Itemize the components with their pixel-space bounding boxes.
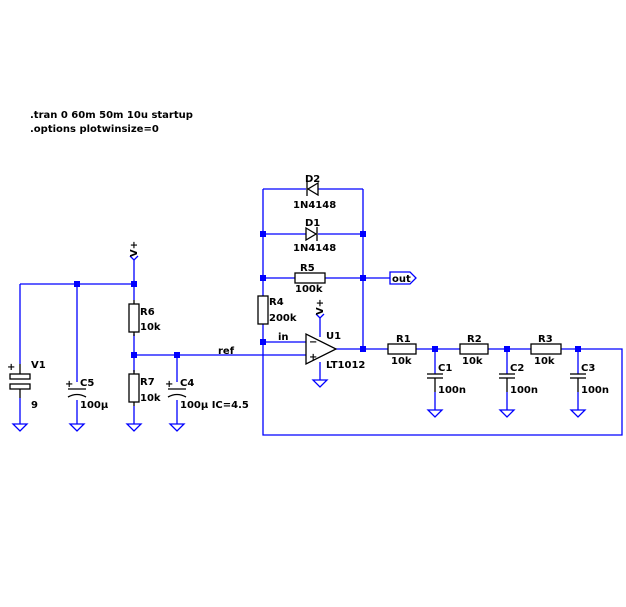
ground-icon <box>68 423 86 432</box>
ground-icon <box>426 409 444 418</box>
power-flag-icon <box>129 255 139 261</box>
svg-text:D2: D2 <box>305 174 320 185</box>
svg-text:+: + <box>7 362 15 373</box>
svg-text:R1: R1 <box>396 334 411 345</box>
svg-text:+: + <box>165 379 173 390</box>
svg-text:V1: V1 <box>31 360 46 371</box>
svg-text:10k: 10k <box>462 356 483 367</box>
component-r3[interactable]: R3 10k <box>530 334 562 367</box>
svg-text:out: out <box>392 274 411 285</box>
tran-directive[interactable]: .tran 0 60m 50m 10u startup <box>30 110 193 121</box>
ground-icon <box>498 409 516 418</box>
component-c1[interactable]: C1 100n <box>427 363 466 396</box>
svg-text:+: + <box>65 379 73 390</box>
component-c5[interactable]: + C5 100μ <box>65 378 109 411</box>
svg-text:100n: 100n <box>438 385 466 396</box>
junctions <box>74 231 581 358</box>
component-c4[interactable]: + C4 100μ IC=4.5 <box>165 378 249 411</box>
svg-text:−: − <box>309 337 317 348</box>
component-u1[interactable]: − + U1 LT1012 <box>305 331 365 371</box>
svg-text:U1: U1 <box>326 331 341 342</box>
ground-icon <box>569 409 587 418</box>
component-r1[interactable]: R1 10k <box>387 334 417 367</box>
output-port-icon <box>389 271 417 285</box>
component-d2[interactable]: D2 1N4148 <box>293 174 336 211</box>
svg-text:10k: 10k <box>391 356 412 367</box>
svg-text:C5: C5 <box>80 378 94 389</box>
component-r2[interactable]: R2 10k <box>459 334 489 367</box>
svg-text:100μ: 100μ <box>80 400 109 411</box>
ground-symbols <box>11 379 587 432</box>
net-label-ref: ref <box>218 346 235 357</box>
opamp-icon <box>305 332 338 366</box>
svg-text:10k: 10k <box>534 356 555 367</box>
svg-text:10k: 10k <box>140 393 161 404</box>
component-r5[interactable]: R5 100k <box>294 263 326 295</box>
svg-text:200k: 200k <box>269 313 297 324</box>
options-directive[interactable]: .options plotwinsize=0 <box>30 124 159 135</box>
vplus-flag-opamp[interactable]: V+ <box>315 299 326 319</box>
net-label-in: in <box>278 332 289 343</box>
svg-text:R3: R3 <box>538 334 553 345</box>
svg-text:100μ IC=4.5: 100μ IC=4.5 <box>180 400 249 411</box>
svg-text:1N4148: 1N4148 <box>293 243 336 254</box>
svg-text:V+: V+ <box>315 299 326 315</box>
component-c3[interactable]: C3 100n <box>570 363 609 396</box>
svg-text:1N4148: 1N4148 <box>293 200 336 211</box>
svg-text:C3: C3 <box>581 363 595 374</box>
svg-text:100n: 100n <box>581 385 609 396</box>
svg-text:D1: D1 <box>305 218 320 229</box>
wires <box>19 188 623 436</box>
component-r6[interactable]: R6 10k <box>128 300 161 336</box>
svg-text:100k: 100k <box>295 284 323 295</box>
svg-text:C4: C4 <box>180 378 194 389</box>
component-r4[interactable]: R4 200k <box>257 295 297 325</box>
power-flag-icon <box>315 313 325 319</box>
net-port-out[interactable]: out <box>389 271 417 285</box>
ground-icon <box>311 379 329 388</box>
svg-text:R7: R7 <box>140 377 155 388</box>
component-d1[interactable]: D1 1N4148 <box>293 218 336 254</box>
component-r7[interactable]: R7 10k <box>128 370 161 406</box>
ground-icon <box>125 423 143 432</box>
component-v1[interactable]: + V1 9 <box>7 360 46 411</box>
svg-text:10k: 10k <box>140 322 161 333</box>
svg-text:100n: 100n <box>510 385 538 396</box>
svg-text:R4: R4 <box>269 297 284 308</box>
component-c2[interactable]: C2 100n <box>499 363 538 396</box>
ground-icon <box>11 423 29 432</box>
svg-text:+: + <box>309 352 317 363</box>
svg-text:V+: V+ <box>129 241 140 257</box>
svg-text:R6: R6 <box>140 307 155 318</box>
svg-text:C1: C1 <box>438 363 452 374</box>
ground-icon <box>168 423 186 432</box>
svg-text:C2: C2 <box>510 363 524 374</box>
svg-text:9: 9 <box>31 400 38 411</box>
svg-text:R5: R5 <box>300 263 315 274</box>
vplus-flag-top[interactable]: V+ <box>129 241 140 261</box>
svg-text:LT1012: LT1012 <box>326 360 365 371</box>
svg-text:R2: R2 <box>467 334 482 345</box>
